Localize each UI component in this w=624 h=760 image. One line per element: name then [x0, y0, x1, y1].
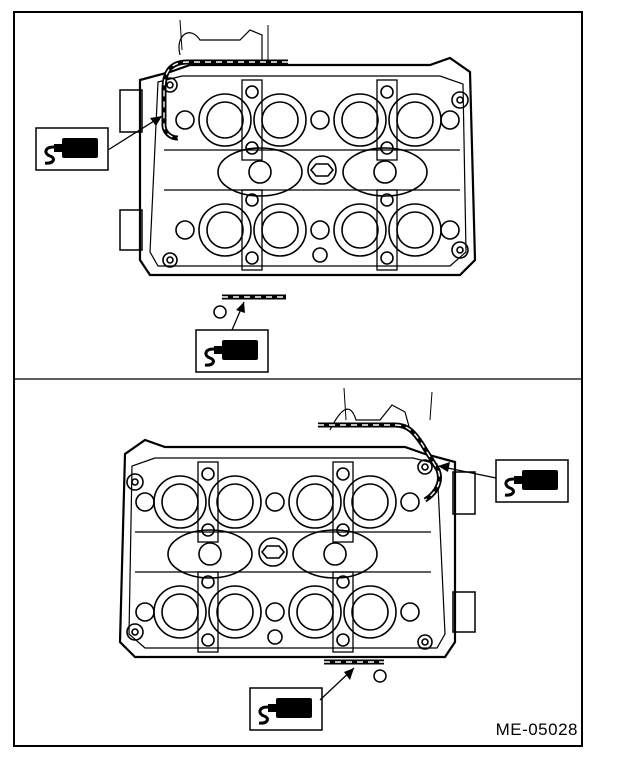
- lower-cylinder-head: [118, 387, 570, 732]
- sealant-applicator-icon: [494, 458, 570, 504]
- sealant-bead-upper-left: [161, 59, 288, 141]
- sealant-applicator-icon: [248, 686, 324, 732]
- sealant-applicator-icon: [34, 126, 110, 172]
- figure-code: ME-05028: [495, 720, 578, 739]
- upper-cylinder-head: [34, 19, 477, 374]
- sealant-applicator-icon: [194, 328, 270, 374]
